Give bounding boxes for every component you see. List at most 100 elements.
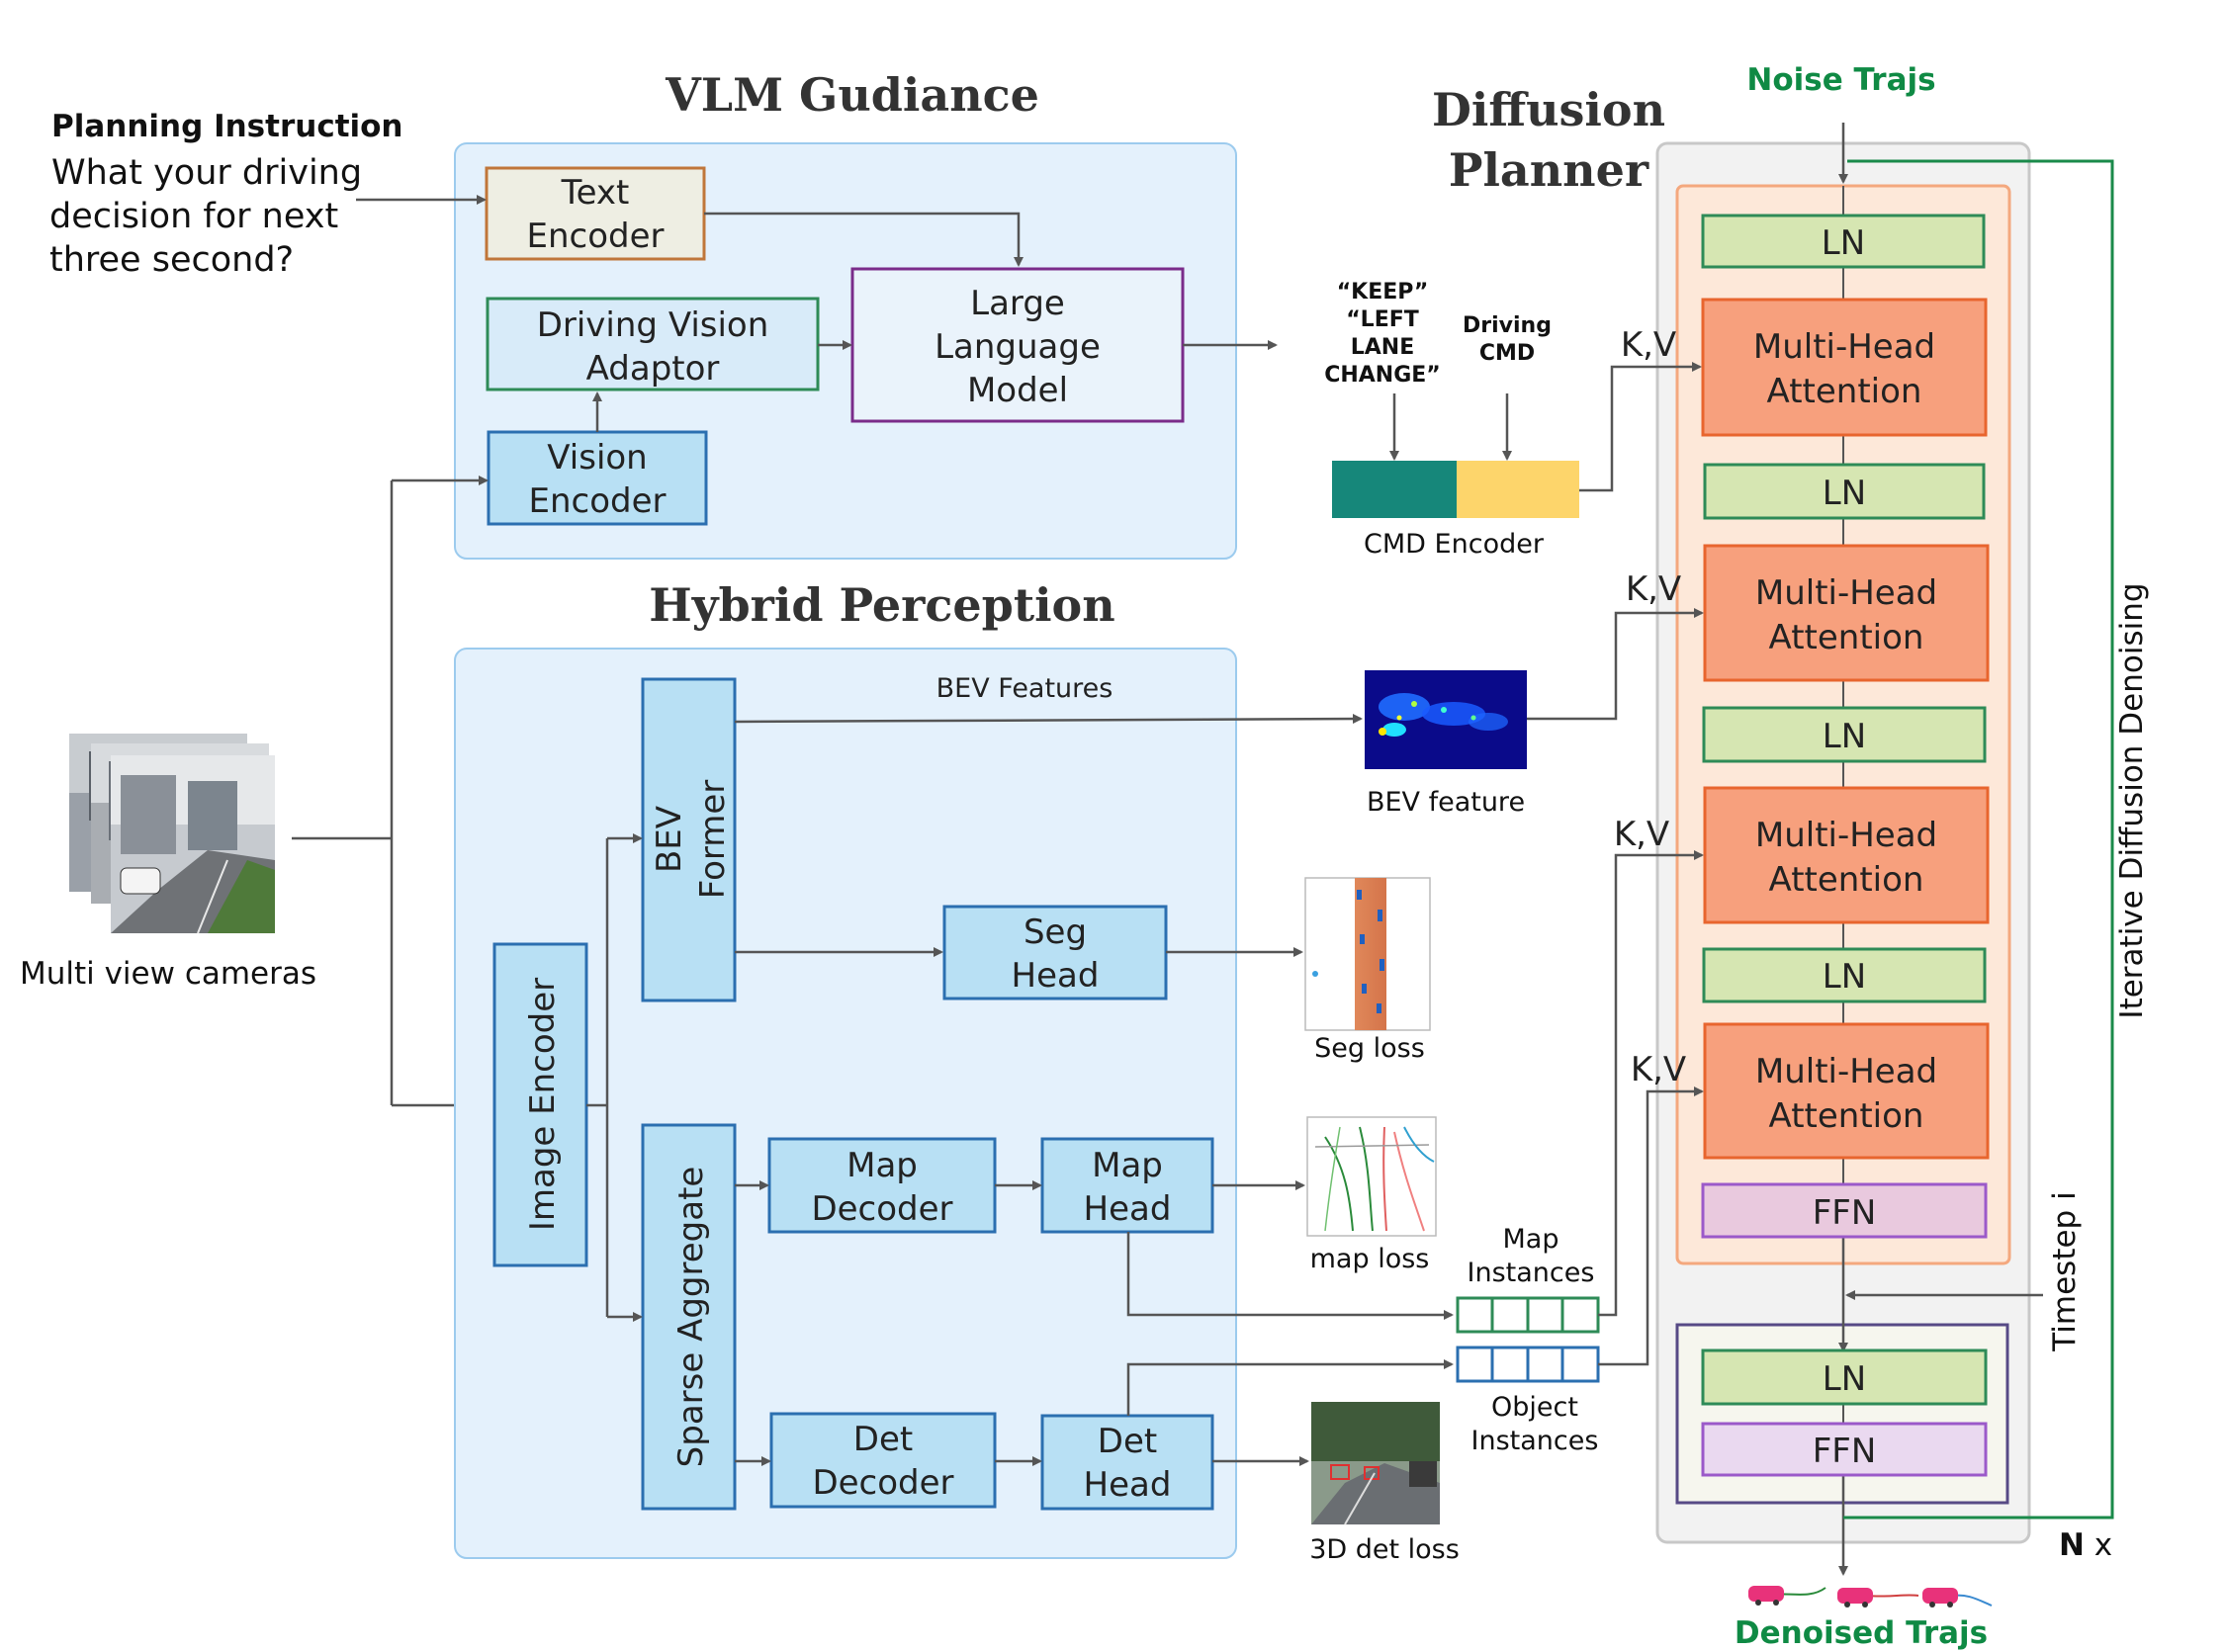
n-repeat-label: N x <box>2059 1527 2112 1563</box>
driving-vision-adaptor-block[interactable] <box>486 297 820 391</box>
ffn-block-1[interactable] <box>1701 1182 1988 1239</box>
map-loss-image <box>1306 1116 1437 1237</box>
map-head-block[interactable] <box>1040 1137 1214 1234</box>
object-instances-label: Object <box>1491 1392 1578 1423</box>
multi-view-cameras-label: Multi view cameras <box>20 956 316 992</box>
arrow-text-encoder-to-llm <box>704 212 1024 267</box>
arrow-cmd-to-mha-1 <box>1579 362 1702 492</box>
object-instances-label: Instances <box>1471 1426 1599 1456</box>
noise-trajs-label: Noise Trajs <box>1746 62 1935 98</box>
cmd-keep-text: “LEFT <box>1346 307 1419 332</box>
ln-label: LN <box>1823 1359 1866 1399</box>
cmd-keep-text: “KEEP” <box>1337 280 1429 304</box>
ffn-block-2[interactable] <box>1701 1422 1988 1477</box>
bev-feature-label: BEV feature <box>1367 787 1525 818</box>
bev-former-label: BEV <box>650 806 689 873</box>
text-encoder-block[interactable] <box>485 166 706 261</box>
det-head-label: Det <box>1098 1422 1157 1461</box>
map-loss-label: map loss <box>1310 1244 1430 1274</box>
planning-instruction-heading: Planning Instruction <box>51 109 403 144</box>
arrow-map-instances-to-mha-3 <box>1598 850 1704 1317</box>
multi-head-attention-block-4[interactable] <box>1703 1022 1990 1160</box>
image-encoder-block[interactable] <box>492 942 588 1267</box>
large-language-model-block[interactable] <box>850 267 1185 423</box>
det-loss-label: 3D det loss <box>1309 1534 1460 1565</box>
det-decoder-block[interactable] <box>769 1412 997 1509</box>
map-instances-tokens <box>1456 1296 1600 1334</box>
denoised-trajectory-cars <box>1748 1586 1993 1608</box>
bev-former-label: Former <box>693 780 733 900</box>
mha-label: Attention <box>1767 372 1922 411</box>
iterative-denoising-loop <box>1843 159 2114 1520</box>
cmd-encoder-label: CMD Encoder <box>1364 529 1545 560</box>
ln-block-3[interactable] <box>1702 706 1987 763</box>
driving-cmd-text: CMD <box>1479 341 1535 366</box>
map-decoder-block[interactable] <box>767 1137 997 1234</box>
ln-block-5[interactable] <box>1701 1348 1988 1406</box>
mha-label: Multi-Head <box>1755 816 1937 855</box>
ln-block-2[interactable] <box>1703 463 1986 520</box>
ln-label: LN <box>1823 474 1866 513</box>
arrow-object-instances-to-mha-4 <box>1598 1087 1704 1366</box>
ffn-label: FFN <box>1813 1193 1877 1233</box>
hybrid-perception-title: Hybrid Perception <box>649 578 1114 632</box>
map-decoder-label: Decoder <box>811 1189 952 1229</box>
seg-head-block[interactable] <box>942 905 1168 1000</box>
det-head-label: Head <box>1084 1465 1172 1505</box>
driving-cmd-text: Driving <box>1463 313 1552 338</box>
multi-head-attention-block-1[interactable] <box>1701 298 1988 437</box>
map-instances-label: Map <box>1503 1224 1559 1255</box>
mha-label: Multi-Head <box>1753 327 1935 367</box>
det-loss-image <box>1311 1402 1440 1525</box>
kv-label: K,V <box>1621 325 1676 365</box>
llm-label: Model <box>967 371 1068 410</box>
mha-label: Multi-Head <box>1755 1052 1937 1091</box>
vision-encoder-block[interactable] <box>487 430 708 526</box>
arrow-map-head-to-map-instances <box>1126 1232 1454 1320</box>
mha-label: Attention <box>1769 1096 1924 1136</box>
sparse-aggregate-block[interactable] <box>641 1123 737 1511</box>
llm-label: Large <box>970 284 1065 323</box>
cmd-keep-text: LANE <box>1351 335 1415 360</box>
bev-former-block[interactable] <box>641 677 737 1002</box>
ln-label: LN <box>1822 223 1865 263</box>
map-instances-label: Instances <box>1468 1258 1595 1288</box>
ffn-label: FFN <box>1813 1432 1877 1471</box>
mha-label: Attention <box>1769 860 1924 900</box>
diffusion-planner-title: Diffusion <box>1432 83 1665 136</box>
cmd-encoder-teal-token <box>1332 461 1457 518</box>
ln-block-4[interactable] <box>1702 947 1987 1003</box>
kv-label: K,V <box>1614 815 1669 854</box>
arrow-bev-features <box>734 714 1363 725</box>
ln-block-1[interactable] <box>1701 214 1986 269</box>
vision-encoder-label: Encoder <box>528 481 666 521</box>
bev-features-label: BEV Features <box>936 673 1113 704</box>
map-decoder-label: Map <box>846 1146 918 1185</box>
vision-encoder-label: Vision <box>547 438 647 478</box>
text-encoder-label: Text <box>561 173 630 213</box>
seg-loss-label: Seg loss <box>1314 1033 1425 1064</box>
seg-loss-image <box>1304 877 1431 1031</box>
det-head-block[interactable] <box>1040 1414 1214 1511</box>
object-instances-tokens <box>1456 1346 1600 1383</box>
diffusion-planner-title: Planner <box>1449 143 1649 197</box>
arrow-det-head-to-object-instances <box>1126 1359 1454 1416</box>
seg-head-label: Head <box>1012 956 1100 996</box>
bev-feature-heatmap <box>1365 670 1527 769</box>
det-decoder-label: Det <box>853 1420 913 1459</box>
llm-label: Language <box>935 327 1101 367</box>
multi-head-attention-block-3[interactable] <box>1703 786 1990 924</box>
cmd-keep-text: CHANGE” <box>1324 363 1441 388</box>
planning-instruction-line: What your driving <box>51 153 362 193</box>
driving-vision-adaptor-label: Driving Vision <box>537 305 769 345</box>
sparse-aggregate-label: Sparse Aggregate <box>671 1167 711 1468</box>
map-head-label: Head <box>1084 1189 1172 1229</box>
arrow-bev-to-mha-2 <box>1527 608 1704 721</box>
ln-label: LN <box>1823 957 1866 997</box>
denoised-trajs-label: Denoised Trajs <box>1735 1615 1988 1651</box>
cmd-encoder-yellow-token <box>1457 461 1579 518</box>
multi-head-attention-block-2[interactable] <box>1703 544 1990 682</box>
driving-vision-adaptor-label: Adaptor <box>586 349 720 389</box>
mha-label: Multi-Head <box>1755 573 1937 613</box>
